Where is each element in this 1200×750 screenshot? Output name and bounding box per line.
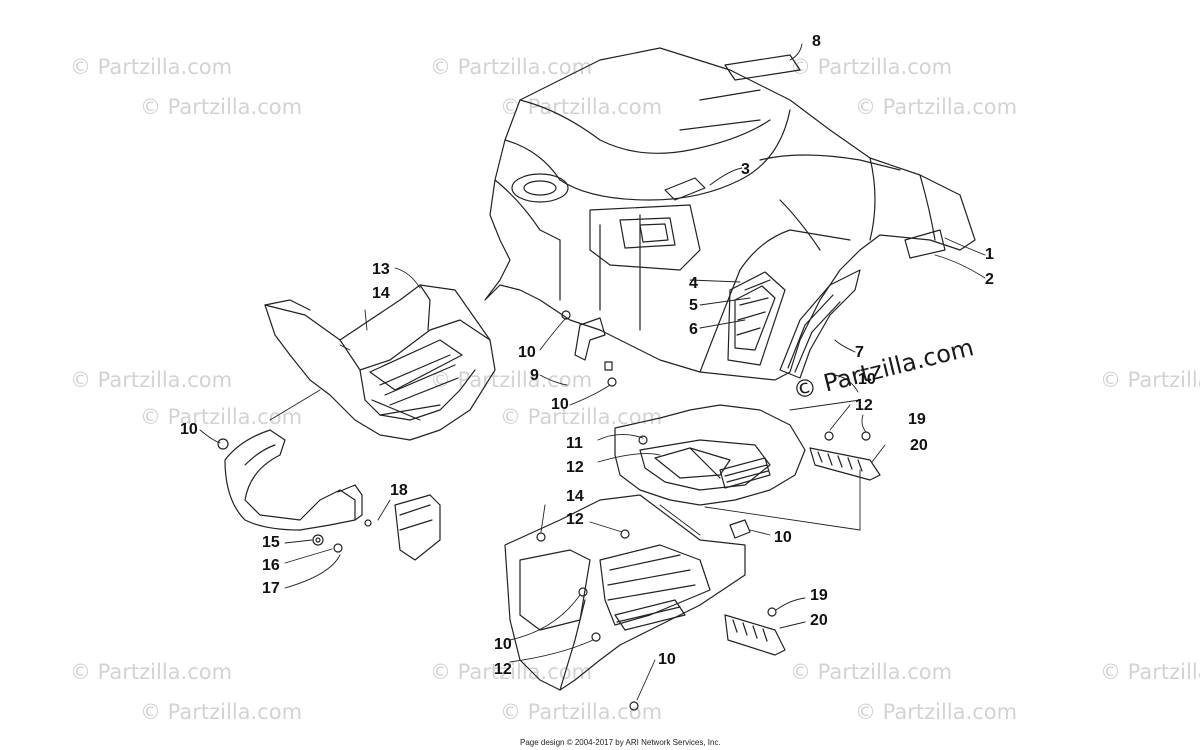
callout-10: 10 [658, 651, 676, 668]
watermark: © Partzilla.com [70, 368, 233, 392]
callout-15: 15 [262, 534, 280, 551]
callout-12: 12 [855, 397, 873, 414]
callout-17: 17 [262, 580, 280, 597]
callout-10: 10 [180, 421, 198, 438]
callout-14: 14 [372, 285, 390, 302]
callout-5: 5 [689, 297, 698, 314]
callout-19: 19 [810, 587, 828, 604]
leader-lines [199, 43, 986, 701]
watermark: © Partzilla.com [70, 55, 233, 79]
watermark: © Partzilla.com [855, 700, 1018, 724]
callout-20: 20 [910, 437, 928, 454]
rear-fender [484, 47, 976, 387]
watermark: © Partzilla.com [1100, 660, 1200, 684]
watermark: © Partzilla.com [140, 95, 303, 119]
right-upper-footwell [614, 404, 834, 506]
callout-4: 4 [689, 275, 698, 292]
callout-8: 8 [812, 33, 821, 50]
watermark: © Partzilla.com [855, 95, 1018, 119]
left-rear-footwell [264, 284, 496, 441]
callout-11: 11 [566, 435, 583, 452]
watermark: © Partzilla.com [1100, 368, 1200, 392]
watermark: © Partzilla.com [70, 660, 233, 684]
callout-6: 6 [689, 321, 698, 338]
right-lower-footwell [504, 494, 751, 711]
footrest-lower [724, 607, 786, 656]
watermark: © Partzilla.com [790, 660, 953, 684]
watermark: © Partzilla.com [430, 55, 593, 79]
callout-2: 2 [985, 271, 994, 288]
watermark: © Partzilla.com [500, 95, 663, 119]
watermark: © Partzilla.com [430, 368, 593, 392]
callout-10: 10 [858, 371, 876, 388]
page-footer: Page design © 2004-2017 by ARI Network S… [520, 738, 721, 747]
callout-19: 19 [908, 411, 926, 428]
callout-3: 3 [741, 161, 750, 178]
watermark: © Partzilla.com [500, 700, 663, 724]
callout-10: 10 [774, 529, 792, 546]
footrest-upper [809, 431, 881, 481]
callout-1: 1 [985, 246, 994, 263]
watermark: © Partzilla.com [500, 405, 663, 429]
callout-10: 10 [551, 396, 569, 413]
callout-12: 12 [566, 459, 584, 476]
callout-18: 18 [390, 482, 408, 499]
callout-9: 9 [530, 367, 539, 384]
callout-12: 12 [566, 511, 584, 528]
callout-20: 20 [810, 612, 828, 629]
callout-12: 12 [494, 661, 512, 678]
watermark: © Partzilla.com [790, 55, 953, 79]
left-splash-guard [217, 429, 441, 561]
callout-13: 13 [372, 261, 390, 278]
callout-7: 7 [855, 344, 864, 361]
callout-10: 10 [494, 636, 512, 653]
callout-14: 14 [566, 488, 584, 505]
callout-10: 10 [518, 344, 536, 361]
watermark: © Partzilla.com [140, 700, 303, 724]
callout-16: 16 [262, 557, 280, 574]
